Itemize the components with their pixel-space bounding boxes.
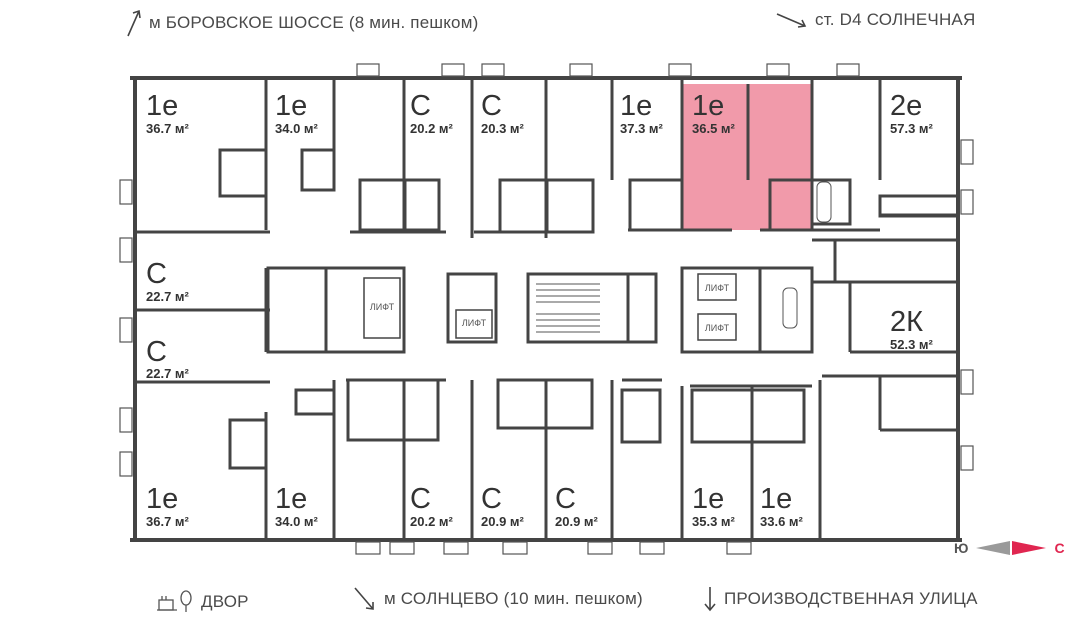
compass: Ю С: [954, 540, 1065, 556]
windows-left: [119, 179, 133, 477]
compass-arrow-icon: [976, 541, 1047, 555]
apartment-area: 37.3 м²: [620, 121, 663, 136]
lift-label: ЛИФТ: [369, 302, 395, 312]
apartment-type: С: [481, 483, 502, 515]
apartment-type: С: [410, 483, 431, 515]
apartment-type: 2К: [890, 306, 924, 338]
apartment-area: 33.6 м²: [760, 514, 803, 529]
nav-bottom-right: ПРОИЗВОДСТВЕННАЯ УЛИЦА: [702, 585, 978, 613]
apartment-type: 1е: [275, 90, 308, 122]
nav-label: м БОРОВСКОЕ ШОССЕ (8 мин. пешком): [149, 13, 479, 32]
apartment-area: 20.2 м²: [410, 121, 453, 136]
apartment-area: 57.3 м²: [890, 121, 933, 136]
lift-label: ЛИФТ: [704, 323, 730, 333]
nav-label: ДВОР: [201, 592, 249, 611]
apartment-area: 20.9 м²: [481, 514, 524, 529]
apartment-type: С: [146, 258, 167, 290]
nav-label: ст. D4 СОЛНЕЧНАЯ: [815, 10, 976, 29]
lift-label: ЛИФТ: [461, 318, 487, 328]
apartment-type: 1е: [146, 90, 179, 122]
apartment-type: С: [410, 90, 431, 122]
apartment-area: 36.7 м²: [146, 514, 189, 529]
nav-top-left: м БОРОВСКОЕ ШОССЕ (8 мин. пешком): [125, 8, 478, 38]
apartment-type: С: [481, 90, 502, 122]
apartment-type: С: [555, 483, 576, 515]
arrow-up-right-icon: [127, 9, 141, 37]
lift-boxes: [363, 273, 737, 341]
apartment-type: 2е: [890, 90, 923, 122]
apartment-area: 34.0 м²: [275, 121, 318, 136]
nav-label: ПРОИЗВОДСТВЕННАЯ УЛИЦА: [724, 589, 978, 608]
apartment-type: 1е: [146, 483, 179, 515]
apartment-type: С: [146, 336, 167, 368]
compass-north-label: С: [1054, 540, 1065, 556]
arrow-down-icon: [704, 587, 716, 612]
apartment-type: 1е: [692, 90, 725, 122]
arrow-down-right-icon: [354, 587, 374, 610]
apartment-area: 36.7 м²: [146, 121, 189, 136]
apartment-type: 1е: [692, 483, 725, 515]
bathtubs: [782, 181, 832, 329]
apartment-area: 20.9 м²: [555, 514, 598, 529]
interior-walls: [135, 78, 960, 540]
windows-top: [356, 63, 860, 77]
compass-south-label: Ю: [954, 540, 969, 556]
nav-bottom-left: ДВОР: [157, 590, 249, 614]
apartment-area: 22.7 м²: [146, 366, 189, 381]
courtyard-icon: [157, 590, 192, 612]
nav-top-right: ст. D4 СОЛНЕЧНАЯ: [775, 10, 975, 30]
staircase: [536, 283, 600, 333]
nav-bottom-middle: м СОЛНЦЕВО (10 мин. пешком): [352, 585, 643, 613]
apartment-area: 52.3 м²: [890, 337, 933, 352]
apartment-area: 22.7 м²: [146, 289, 189, 304]
windows-bottom: [355, 541, 752, 555]
apartment-type: 1е: [620, 90, 653, 122]
apartment-area: 20.3 м²: [481, 121, 524, 136]
arrow-down-right-icon: [776, 13, 807, 28]
windows-right: [960, 139, 974, 471]
apartment-area: 34.0 м²: [275, 514, 318, 529]
apartment-area: 35.3 м²: [692, 514, 735, 529]
apartment-type: 1е: [760, 483, 793, 515]
apartment-area: 36.5 м²: [692, 121, 735, 136]
nav-label: м СОЛНЦЕВО (10 мин. пешком): [384, 589, 643, 608]
apartment-type: 1е: [275, 483, 308, 515]
lift-label: ЛИФТ: [704, 283, 730, 293]
apartment-area: 20.2 м²: [410, 514, 453, 529]
